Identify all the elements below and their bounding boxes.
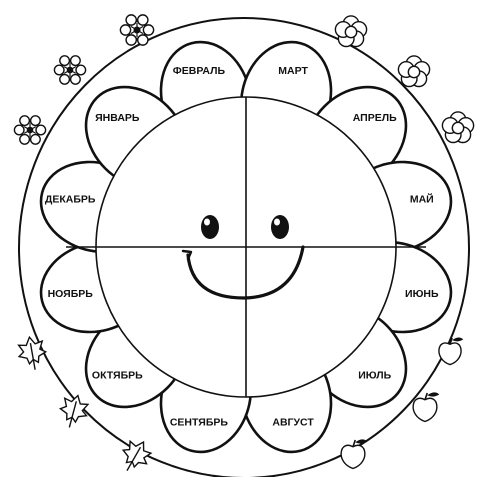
month-label: ИЮНЬ [405,288,439,300]
month-label: МАЙ [410,193,434,206]
left-eye [201,215,219,239]
snowflake-icon [14,116,45,144]
month-label: ЯНВАРЬ [95,112,140,124]
flower-icon [398,56,429,87]
month-label: ДЕКАБРЬ [45,194,96,206]
month-label: МАРТ [278,65,308,77]
flower-icon [335,16,366,47]
flower-icon [442,112,473,143]
right-eye [271,215,289,239]
month-label: СЕНТЯБРЬ [170,417,229,429]
month-label: ОКТЯБРЬ [92,369,143,381]
month-label: АВГУСТ [272,417,314,429]
month-label: ФЕВРАЛЬ [173,65,226,77]
month-label: АПРЕЛЬ [353,112,397,124]
leaf-icon [16,335,48,372]
snowflake-icon [54,56,85,84]
month-label: НОЯБРЬ [48,288,94,300]
month-label: ИЮЛЬ [358,369,391,381]
apple-icon [413,392,439,421]
apple-icon [439,337,463,364]
